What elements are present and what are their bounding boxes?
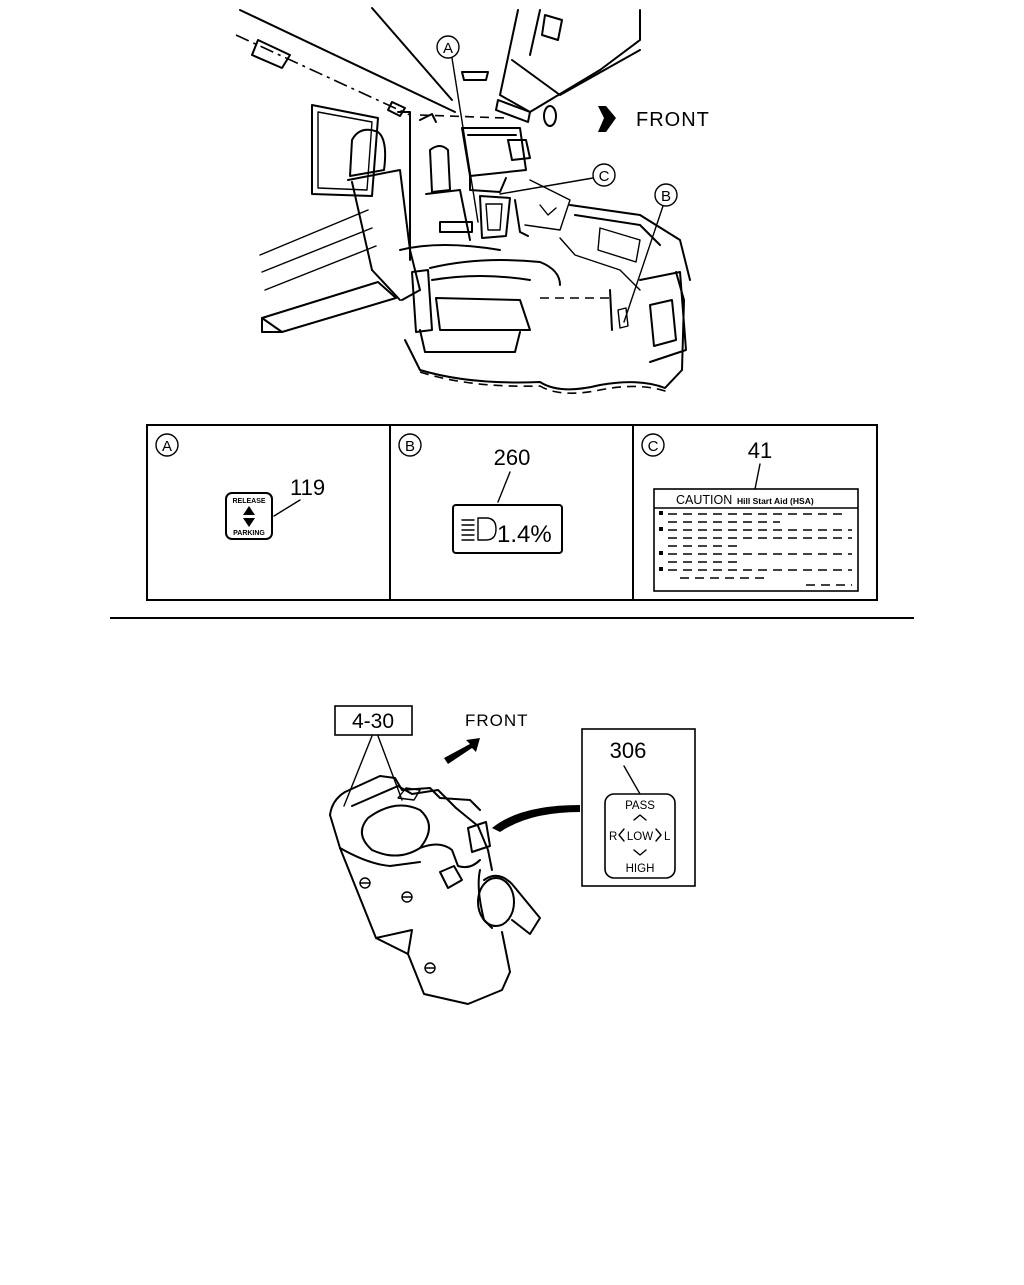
caution-text-lines bbox=[659, 511, 852, 586]
figure-reference: 4-30 bbox=[334, 705, 413, 807]
hsa-caution-label bbox=[653, 488, 859, 592]
caret-up-icon bbox=[633, 814, 647, 821]
panel-a-letter: A bbox=[162, 438, 172, 455]
front-direction-indicator: FRONT bbox=[598, 106, 710, 132]
switch-front-indicator: FRONT bbox=[444, 711, 529, 764]
caution-subtitle: Hill Start Aid (HSA) bbox=[737, 496, 814, 506]
caution-word: CAUTION bbox=[676, 493, 732, 507]
parking-label-parking: PARKING bbox=[233, 530, 265, 537]
labels-table: A 119 RELEASE PARKING B 260 1.4% C 41 bbox=[146, 424, 878, 601]
callout-c-letter: C bbox=[599, 168, 610, 185]
panel-c: C 41 CAUTION Hill Start Aid (HSA) bbox=[641, 433, 859, 592]
parking-brake-label bbox=[225, 492, 273, 540]
label-low: LOW bbox=[627, 831, 653, 843]
callout-c: C bbox=[499, 163, 616, 195]
panel-b: B 260 1.4% bbox=[398, 433, 563, 554]
parking-label-release: RELEASE bbox=[232, 498, 265, 505]
figure-ref-text: 4-30 bbox=[352, 710, 394, 733]
panel-a: A 119 RELEASE PARKING bbox=[155, 433, 325, 540]
cab-interior-drawing bbox=[235, 7, 691, 394]
callout-b-letter: B bbox=[661, 188, 671, 205]
switch-label-part-number: 306 bbox=[610, 738, 647, 763]
dimmer-switch-label bbox=[604, 793, 676, 879]
panel-b-part-number: 260 bbox=[494, 445, 531, 470]
label-left: L bbox=[664, 831, 671, 843]
callout-b: B bbox=[623, 183, 678, 323]
label-pass: PASS bbox=[625, 800, 655, 812]
panel-a-part-number: 119 bbox=[290, 475, 325, 500]
front-label: FRONT bbox=[636, 109, 710, 131]
caret-left-icon bbox=[618, 828, 625, 842]
up-down-arrow-icon bbox=[243, 506, 255, 527]
switch-label-panel: 306 PASS R LOW L HIGH bbox=[581, 728, 696, 887]
label-right: R bbox=[609, 831, 617, 843]
panel-c-letter: C bbox=[648, 438, 659, 455]
switch-front-arrow-icon bbox=[444, 738, 480, 764]
caret-down-icon bbox=[633, 849, 647, 856]
combination-switch-drawing bbox=[329, 775, 541, 1005]
callout-a-letter: A bbox=[443, 40, 453, 57]
front-arrow-icon bbox=[598, 106, 616, 132]
panel-b-letter: B bbox=[405, 438, 415, 455]
panel-c-part-number: 41 bbox=[748, 438, 772, 463]
headlamp-level-display bbox=[452, 504, 563, 554]
switch-front-label: FRONT bbox=[465, 711, 529, 730]
callout-a: A bbox=[436, 35, 479, 223]
headlamp-level-value: 1.4% bbox=[497, 521, 552, 548]
caret-right-icon bbox=[655, 828, 662, 842]
headlamp-icon bbox=[461, 517, 497, 541]
label-high: HIGH bbox=[626, 863, 655, 875]
label-leader bbox=[492, 805, 580, 832]
